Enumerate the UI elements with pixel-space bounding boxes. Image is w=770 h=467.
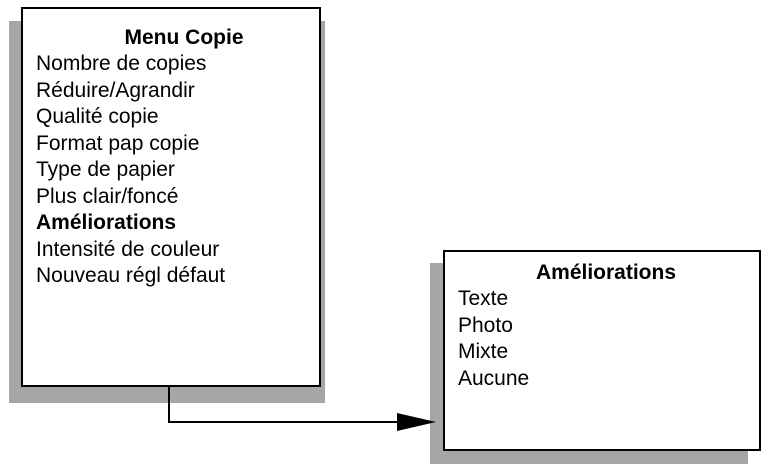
copy-menu-item[interactable]: Type de papier bbox=[36, 158, 175, 181]
copy-menu-item[interactable]: Format pap copie bbox=[36, 131, 200, 155]
copy-menu-item[interactable]: Qualité copie bbox=[36, 105, 159, 128]
copy-menu-item[interactable]: Intensité de couleur bbox=[36, 237, 220, 261]
enhancements-menu-item[interactable]: Texte bbox=[458, 287, 509, 310]
copy-menu-list: Nombre de copies Réduire/Agrandir Qualit… bbox=[36, 51, 319, 290]
enhancements-menu-title: Améliorations bbox=[535, 261, 677, 284]
copy-menu-item[interactable]: Nombre de copies bbox=[36, 52, 207, 75]
enhancements-menu-item[interactable]: Photo bbox=[458, 313, 513, 337]
enhancements-menu-panel: Améliorations Texte Photo Mixte Aucune bbox=[443, 250, 761, 451]
copy-menu-item[interactable]: Réduire/Agrandir bbox=[36, 78, 195, 102]
copy-menu-item-selected[interactable]: Améliorations bbox=[36, 211, 177, 234]
copy-menu-title: Menu Copie bbox=[124, 26, 244, 49]
enhancements-menu-item[interactable]: Aucune bbox=[458, 366, 530, 390]
enhancements-menu-list: Texte Photo Mixte Aucune bbox=[458, 286, 759, 392]
copy-menu-item[interactable]: Plus clair/foncé bbox=[36, 184, 179, 208]
copy-menu-item[interactable]: Nouveau régl défaut bbox=[36, 264, 226, 287]
enhancements-menu-item[interactable]: Mixte bbox=[458, 340, 509, 363]
connector-line bbox=[168, 387, 400, 423]
copy-menu-panel: Menu Copie Nombre de copies Réduire/Agra… bbox=[21, 7, 321, 387]
arrowhead-icon bbox=[397, 413, 436, 431]
